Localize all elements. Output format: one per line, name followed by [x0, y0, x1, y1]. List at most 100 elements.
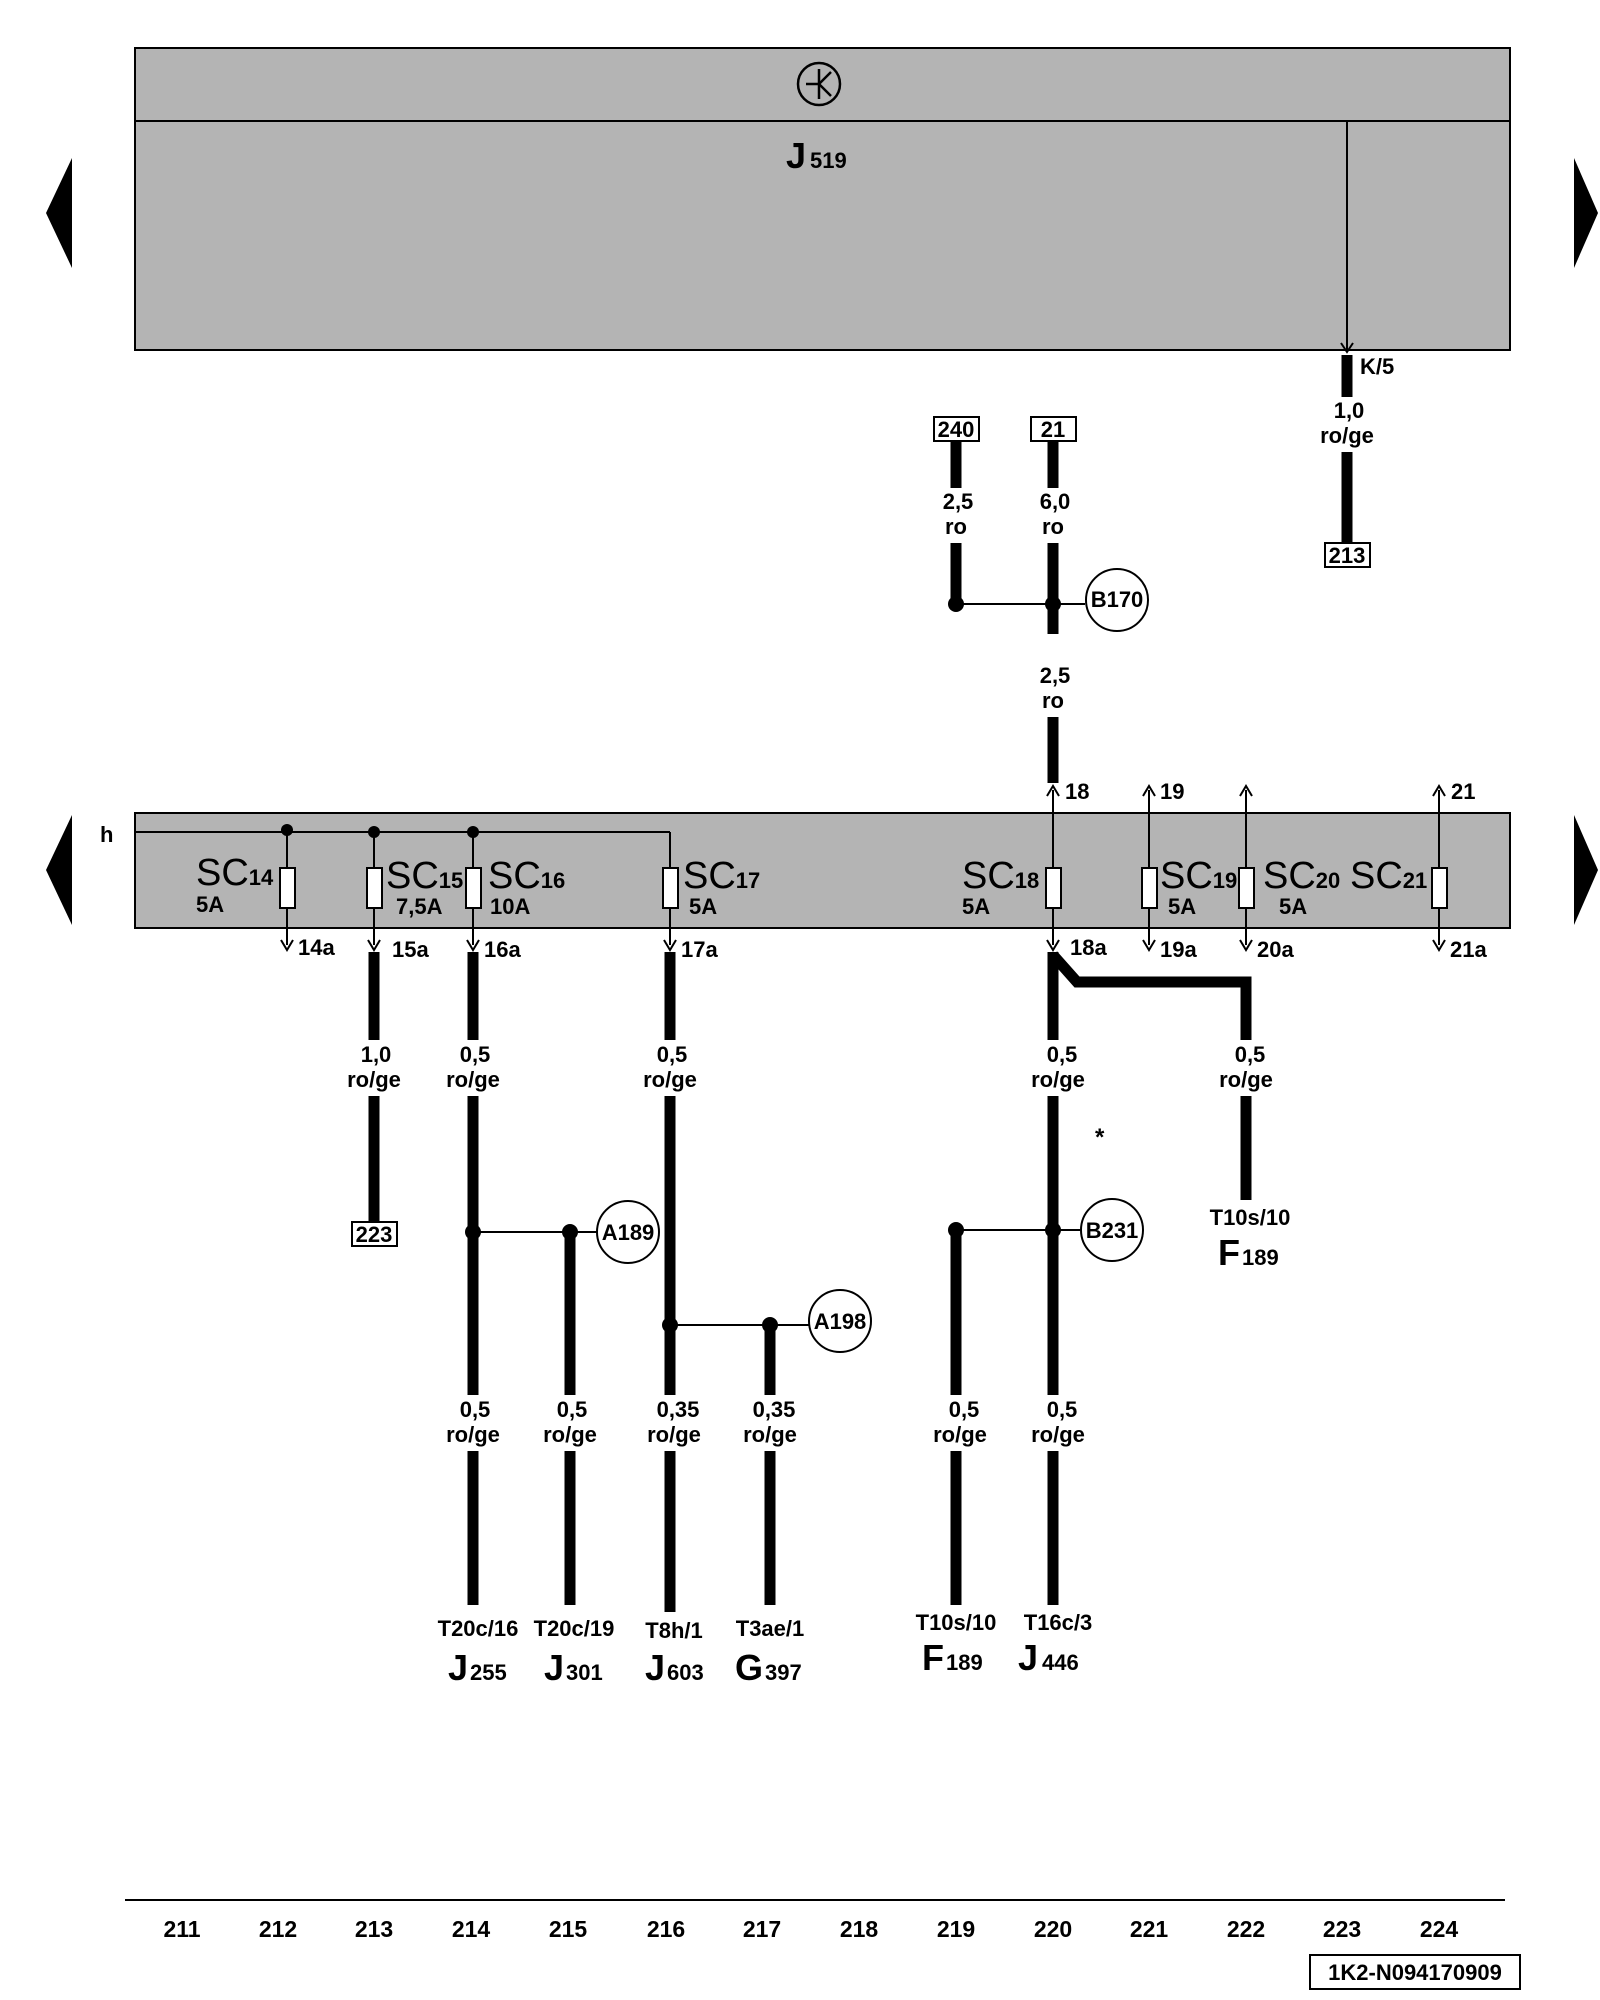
arrow-right-icon[interactable] [1574, 815, 1598, 925]
wire-size: 1,0 [1334, 398, 1365, 423]
fuse-panel: h [100, 812, 1511, 929]
wire-k5: K/5 1,0 ro/ge 213 [1320, 354, 1394, 568]
feed-240: 240 2,5 ro [933, 416, 980, 612]
wire-size: 0,35 [753, 1397, 796, 1422]
junction-a198: A198 [662, 1289, 872, 1353]
wire-color: ro/ge [643, 1067, 697, 1092]
wire-color: ro [1042, 688, 1064, 713]
wire-f189: 0,5 ro/ge T10s/10 F189 [916, 1230, 997, 1678]
connector-pin-label: T10s/10 [916, 1610, 997, 1635]
document-id: 1K2-N094170909 [1309, 1954, 1521, 1990]
fuse-label: SC20 [1263, 855, 1340, 897]
fuse-sc14: SC14 5A 14a [196, 830, 335, 960]
wire-color: ro/ge [1320, 423, 1374, 448]
fuse-output-label: 16a [484, 937, 521, 962]
ref-box-213[interactable]: 213 [1329, 543, 1366, 568]
fuse-sc16: SC16 10A 16a [465, 832, 565, 962]
junction-b231-label: B231 [1086, 1218, 1139, 1243]
wire-size: 0,5 [949, 1397, 980, 1422]
wire-color: ro/ge [446, 1067, 500, 1092]
connector-pin-label: T10s/10 [1210, 1205, 1291, 1230]
track-number: 214 [452, 1916, 491, 1942]
wire-color: ro/ge [543, 1422, 597, 1447]
track-number: 212 [259, 1916, 297, 1942]
arrow-left-icon[interactable] [46, 815, 72, 925]
fuse-sc21: 21 SC21 21a [1350, 779, 1487, 962]
arrow-right-icon[interactable] [1574, 158, 1598, 268]
junction-b170: B170 [956, 568, 1149, 632]
wire-j603: 0,35 ro/ge T8h/1 J603 [645, 1397, 704, 1688]
fuse-output-label: 14a [298, 935, 335, 960]
wire-size: 0,5 [460, 1042, 491, 1067]
wire-size: 0,5 [1047, 1042, 1078, 1067]
wire-color: ro [945, 514, 967, 539]
wire-size: 0,5 [460, 1397, 491, 1422]
wire-size: 2,5 [1040, 663, 1071, 688]
component-f189-top[interactable]: F189 [1218, 1232, 1279, 1273]
ref-box-240[interactable]: 240 [938, 417, 975, 442]
track-number: 216 [647, 1916, 685, 1942]
track-number: 221 [1130, 1916, 1169, 1942]
component-g397[interactable]: G397 [735, 1647, 802, 1688]
bus-label-h: h [100, 822, 113, 847]
fuse-rating: 5A [1168, 894, 1196, 919]
ref-box-223[interactable]: 223 [356, 1222, 393, 1247]
fuse-input-label: 19 [1160, 779, 1184, 804]
track-number: 219 [937, 1916, 975, 1942]
connector-pin-label: T16c/3 [1024, 1610, 1093, 1635]
track-number: 217 [743, 1916, 781, 1942]
connector-pin-label: T8h/1 [645, 1618, 702, 1643]
connector-pin-label: T20c/19 [534, 1616, 615, 1641]
wire-size: 1,0 [361, 1042, 392, 1067]
component-f189[interactable]: F189 [922, 1637, 983, 1678]
fuse-label: SC16 [488, 855, 565, 897]
fuse-rating: 5A [1279, 894, 1307, 919]
fuse-rating: 10A [490, 894, 530, 919]
fuse-label: SC19 [1160, 855, 1237, 897]
track-number: 224 [1420, 1916, 1459, 1942]
fuse-output-label: 21a [1450, 937, 1487, 962]
junction-b170-label: B170 [1091, 587, 1144, 612]
wire-j255: 0,5 ro/ge T20c/16 J255 [438, 1397, 519, 1688]
track-number: 222 [1227, 1916, 1265, 1942]
document-id-label: 1K2-N094170909 [1328, 1960, 1502, 1985]
connector-pin-label: T3ae/1 [736, 1616, 805, 1641]
fuse-label: SC14 [196, 852, 274, 894]
fuse-output-label: 15a [392, 937, 429, 962]
fuse-output-label: 17a [681, 937, 718, 962]
fuse-sc18: 18 SC18 5A 18a [962, 779, 1107, 960]
wire-j301: 0,5 ro/ge T20c/19 J301 [534, 1232, 615, 1688]
fuse-label: SC15 [386, 855, 463, 897]
wire-17a: 0,5 ro/ge [643, 952, 697, 1395]
track-number: 213 [355, 1916, 393, 1942]
ref-box-21[interactable]: 21 [1041, 417, 1065, 442]
wire-color: ro/ge [347, 1067, 401, 1092]
fuse-label: SC21 [1350, 855, 1427, 897]
wire-size: 0,5 [1047, 1397, 1078, 1422]
component-j255[interactable]: J255 [448, 1647, 507, 1688]
fuse-sc15: SC15 7,5A 15a [366, 832, 463, 962]
fuse-input-label: 21 [1451, 779, 1475, 804]
note-asterisk: * [1095, 1124, 1105, 1151]
component-j301[interactable]: J301 [544, 1647, 603, 1688]
wire-b170-to-18: 2,5 ro [1040, 663, 1071, 783]
track-number: 218 [840, 1916, 879, 1942]
fuse-output-label: 19a [1160, 937, 1197, 962]
arrow-left-icon[interactable] [46, 158, 72, 268]
wire-color: ro/ge [1031, 1067, 1085, 1092]
track-number: 223 [1323, 1916, 1361, 1942]
component-j603[interactable]: J603 [645, 1647, 704, 1688]
fuse-sc20: SC20 5A 20a [1238, 784, 1340, 962]
wire-color: ro/ge [743, 1422, 797, 1447]
wire-20a-f189: 0,5 ro/ge T10s/10 F189 [1210, 1042, 1291, 1273]
feed-21: 21 6,0 ro [1030, 416, 1077, 634]
connector-pin-label: T20c/16 [438, 1616, 519, 1641]
fuse-rating: 5A [962, 894, 990, 919]
fuse-label: SC18 [962, 855, 1039, 897]
fuse-output-label: 18a [1070, 935, 1107, 960]
wire-size: 2,5 [943, 489, 974, 514]
